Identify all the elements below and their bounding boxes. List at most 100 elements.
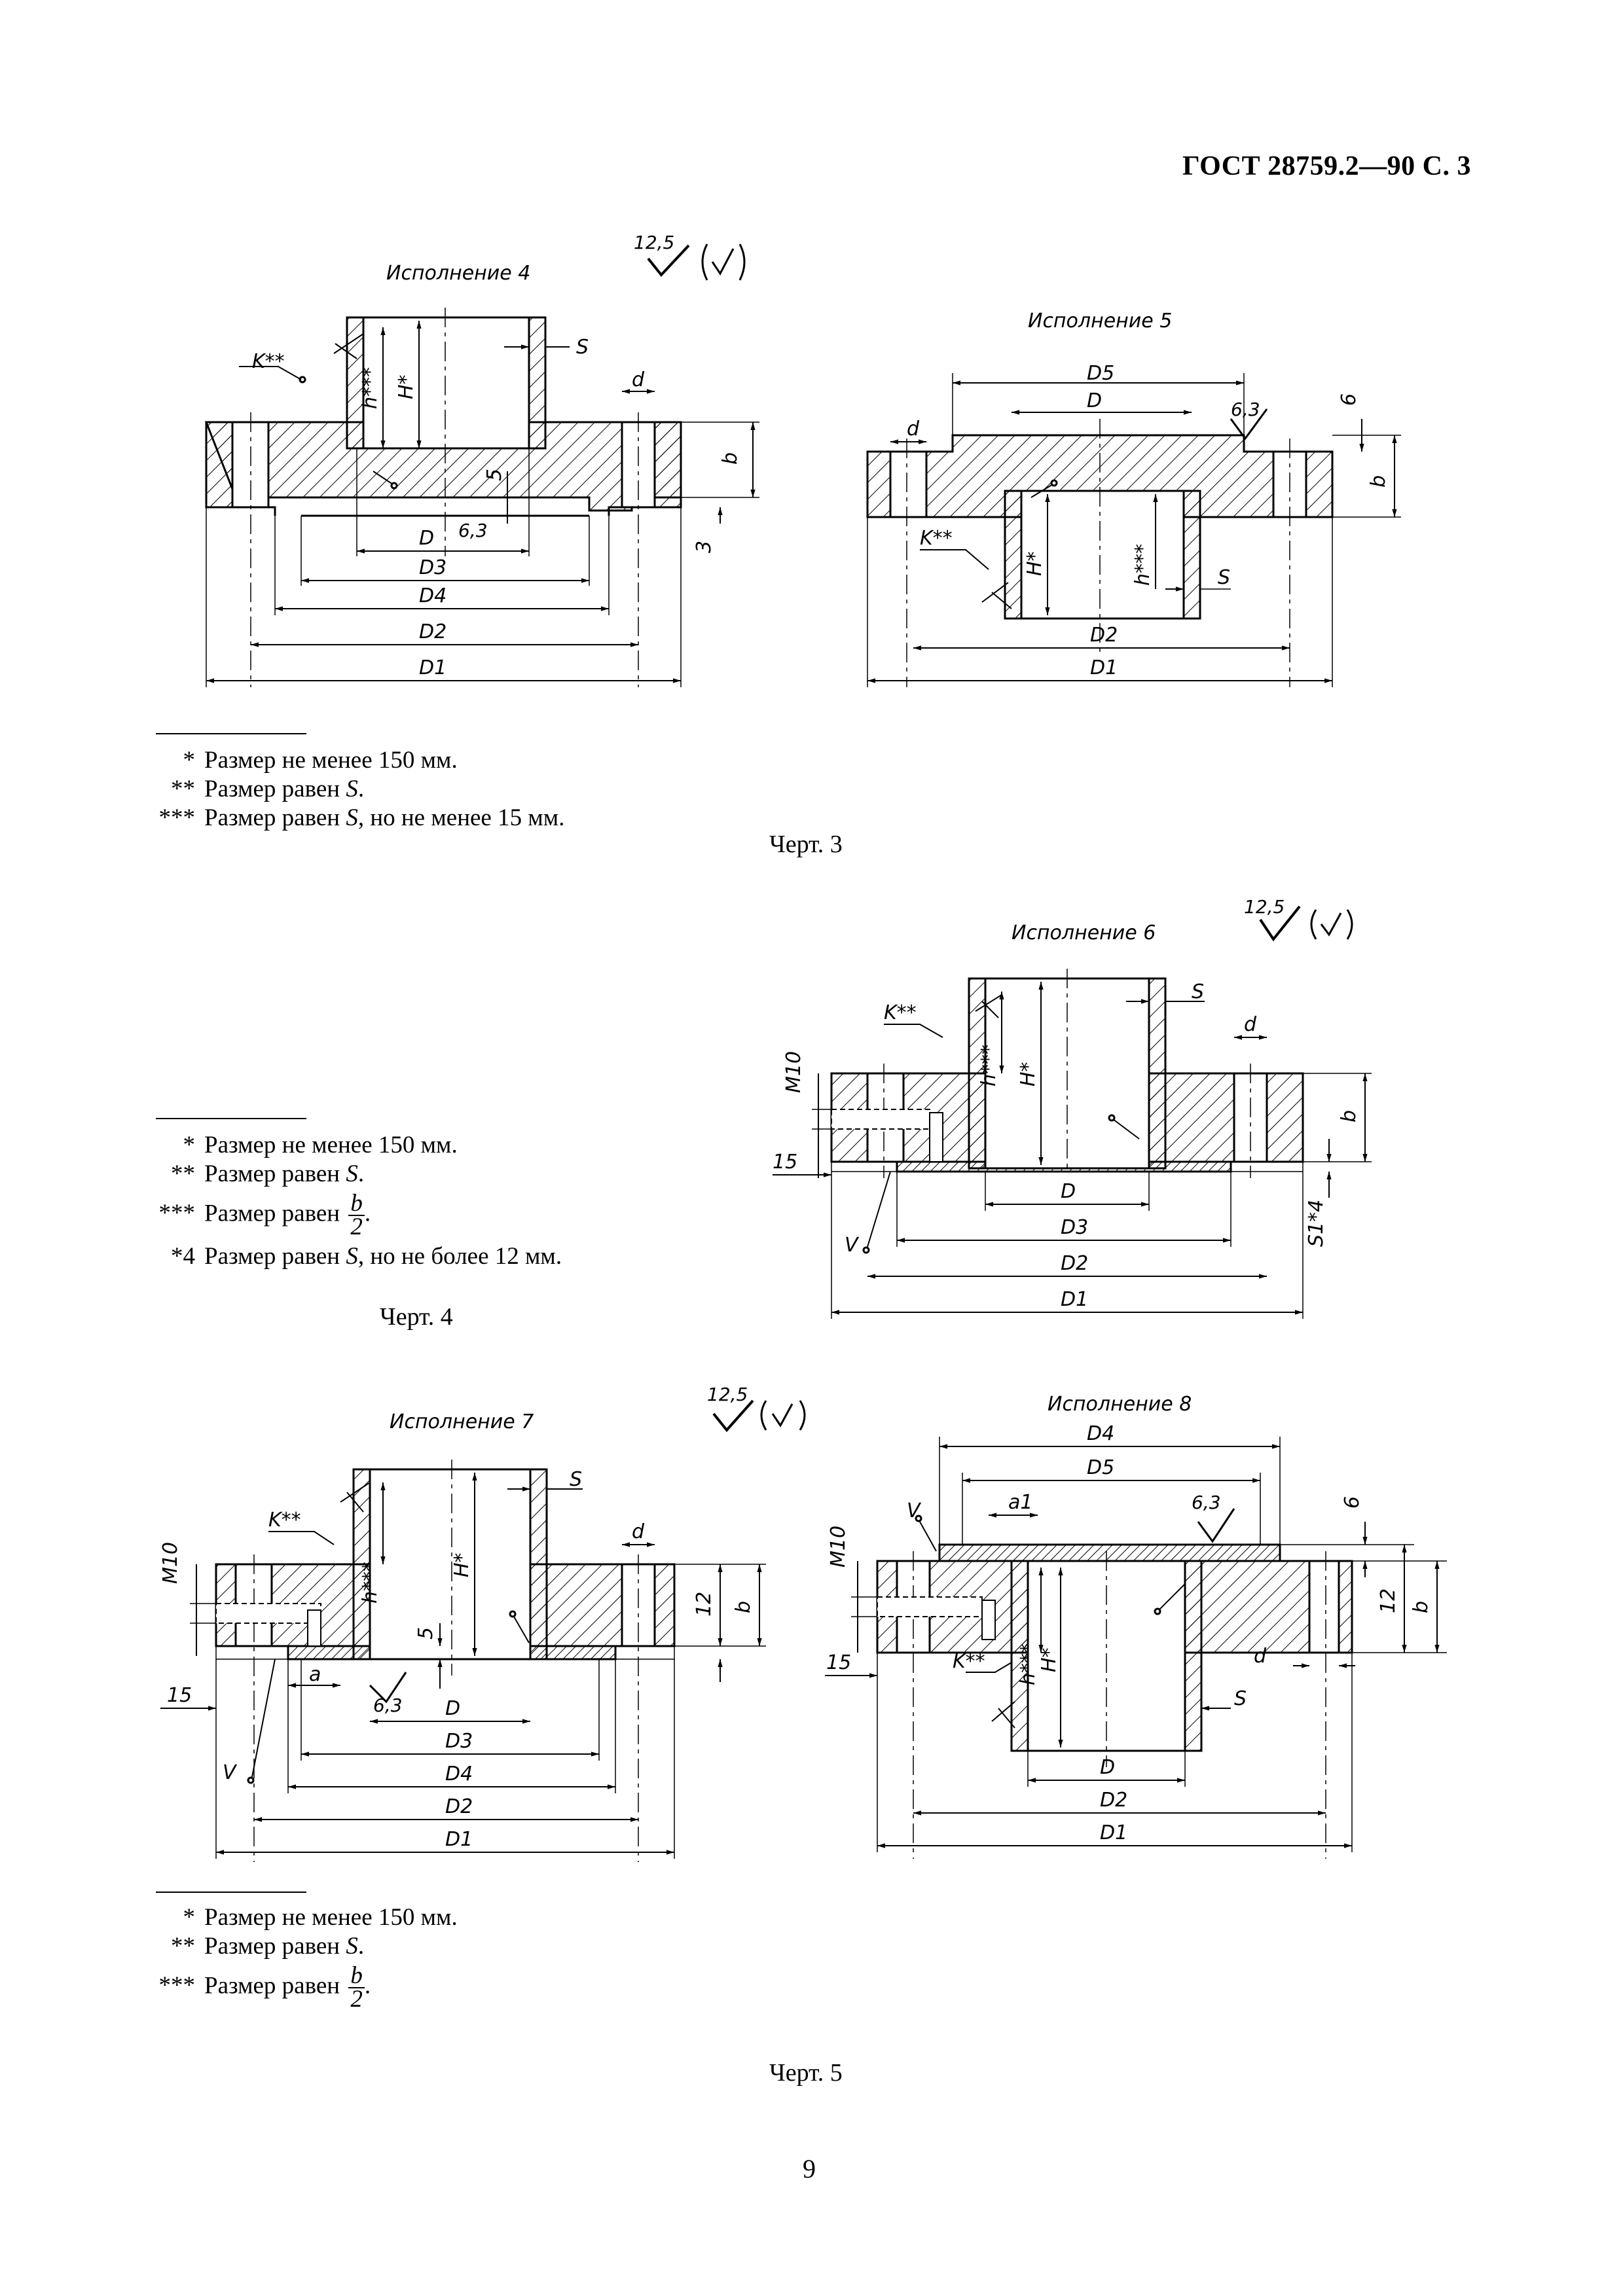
svg-text:D2: D2 [419, 620, 447, 643]
svg-text:S: S [1192, 980, 1204, 1003]
svg-text:H*: H* [450, 1552, 473, 1577]
footnotes-chert5: *Размер не менее 150 мм. **Размер равен … [118, 1903, 458, 2015]
fig-isp5: Исполнение 5 [866, 310, 1401, 687]
svg-text:D2: D2 [1061, 1252, 1088, 1275]
page-header: ГОСТ 28759.2—90 С. 3 [1182, 151, 1471, 181]
footnote-item: *Размер не менее 150 мм. [183, 1904, 458, 1931]
svg-text:6,3: 6,3 [373, 1695, 403, 1716]
svg-text:M10: M10 [159, 1542, 182, 1584]
svg-text:6,3: 6,3 [458, 520, 488, 541]
caption-chert5: Черт. 5 [769, 2059, 843, 2087]
svg-text:D1: D1 [1090, 656, 1118, 679]
svg-text:d: d [632, 1520, 645, 1543]
svg-text:D: D [419, 527, 434, 550]
svg-text:3: 3 [693, 541, 716, 553]
svg-text:K**: K** [920, 527, 953, 550]
svg-text:D1: D1 [1100, 1821, 1127, 1844]
footnotes-chert3: *Размер не менее 150 мм. **Размер равен … [118, 746, 565, 833]
svg-text:H*: H* [1017, 1062, 1040, 1086]
svg-text:5: 5 [483, 469, 506, 481]
svg-text:h***: h*** [359, 1562, 382, 1604]
svg-text:S: S [570, 1468, 582, 1491]
svg-text:D2: D2 [445, 1795, 473, 1818]
svg-text:5: 5 [414, 1627, 437, 1640]
footnote-item: **Размер равен S. [171, 776, 365, 802]
svg-text:6,3: 6,3 [1192, 1492, 1221, 1513]
svg-text:D4: D4 [445, 1763, 473, 1785]
svg-text:d: d [1254, 1645, 1267, 1668]
fig-isp7: Исполнение 7 12,5 [159, 1384, 806, 1862]
svg-text:D5: D5 [1087, 1456, 1114, 1479]
svg-text:d: d [1244, 1013, 1257, 1036]
svg-text:12: 12 [693, 1592, 716, 1617]
svg-text:6: 6 [1338, 393, 1360, 406]
fig-isp6: Исполнение 6 12,5 [773, 896, 1372, 1319]
svg-text:H*: H* [395, 374, 418, 399]
roughness-mark-6: 12,5 [1244, 896, 1353, 942]
roughness-mark-7: 12,5 [707, 1384, 806, 1433]
svg-text:D1: D1 [445, 1828, 473, 1851]
svg-text:D: D [1100, 1756, 1115, 1779]
svg-text:b: b [1410, 1601, 1432, 1613]
svg-text:V: V [223, 1761, 238, 1784]
svg-text:K**: K** [884, 1001, 917, 1024]
svg-text:D: D [1061, 1180, 1076, 1203]
fig6-title: Исполнение 6 [1012, 922, 1156, 944]
svg-text:d: d [632, 368, 645, 391]
svg-text:D3: D3 [419, 556, 447, 579]
footnote-item: **Размер равен S. [171, 1933, 365, 1960]
svg-text:15: 15 [773, 1151, 797, 1174]
svg-text:D3: D3 [445, 1730, 473, 1753]
svg-text:12,5: 12,5 [707, 1384, 748, 1405]
svg-text:D1: D1 [1061, 1288, 1088, 1311]
svg-text:V: V [845, 1234, 860, 1257]
svg-text:b: b [732, 1601, 755, 1613]
svg-text:h***: h*** [359, 367, 382, 409]
footnotes-chert4: *Размер не менее 150 мм. **Размер равен … [118, 1131, 562, 1271]
fig-isp8: Исполнение 8 [825, 1393, 1447, 1859]
svg-text:b: b [1338, 1110, 1360, 1122]
svg-text:12,5: 12,5 [1244, 896, 1285, 918]
svg-text:D2: D2 [1090, 624, 1118, 647]
svg-text:S1*4: S1*4 [1305, 1200, 1328, 1247]
fig7-title: Исполнение 7 [390, 1410, 534, 1433]
svg-text:D: D [1087, 389, 1102, 412]
svg-text:15: 15 [167, 1684, 192, 1707]
fig8-title: Исполнение 8 [1048, 1393, 1192, 1416]
svg-text:K**: K** [953, 1650, 985, 1673]
page-number: 9 [803, 2154, 816, 2183]
svg-text:d: d [907, 418, 920, 440]
svg-text:S: S [1234, 1687, 1247, 1710]
footnote-rule-3 [156, 733, 306, 734]
svg-text:D3: D3 [1061, 1216, 1088, 1239]
svg-text:S: S [1218, 566, 1230, 589]
svg-text:H*: H* [1038, 1647, 1061, 1672]
svg-text:b: b [1367, 475, 1390, 488]
svg-text:15: 15 [826, 1651, 851, 1674]
svg-text:V: V [907, 1499, 922, 1522]
footnote-item: *Размер не менее 150 мм. [183, 1132, 458, 1158]
svg-text:12,5: 12,5 [634, 232, 674, 253]
svg-text:D2: D2 [1100, 1789, 1127, 1812]
fig5-title: Исполнение 5 [1028, 310, 1172, 332]
svg-text:a1: a1 [1008, 1491, 1032, 1514]
svg-text:D1: D1 [419, 656, 447, 679]
svg-text:h***: h*** [1131, 544, 1154, 586]
svg-text:b: b [719, 452, 742, 465]
svg-text:D5: D5 [1087, 362, 1114, 385]
svg-text:h***: h*** [1017, 1643, 1040, 1685]
footnote-rule-5 [156, 1892, 306, 1893]
svg-text:M10: M10 [827, 1526, 850, 1568]
svg-text:S: S [576, 336, 589, 359]
svg-text:6: 6 [1341, 1496, 1364, 1509]
footnote-item: ***Размер равен S, но не менее 15 мм. [158, 804, 565, 831]
svg-text:D: D [445, 1697, 460, 1720]
footnote-item: *Размер не менее 150 мм. [183, 747, 458, 774]
svg-text:D4: D4 [419, 584, 447, 607]
caption-chert3: Черт. 3 [769, 831, 843, 858]
svg-text:12: 12 [1377, 1588, 1400, 1613]
